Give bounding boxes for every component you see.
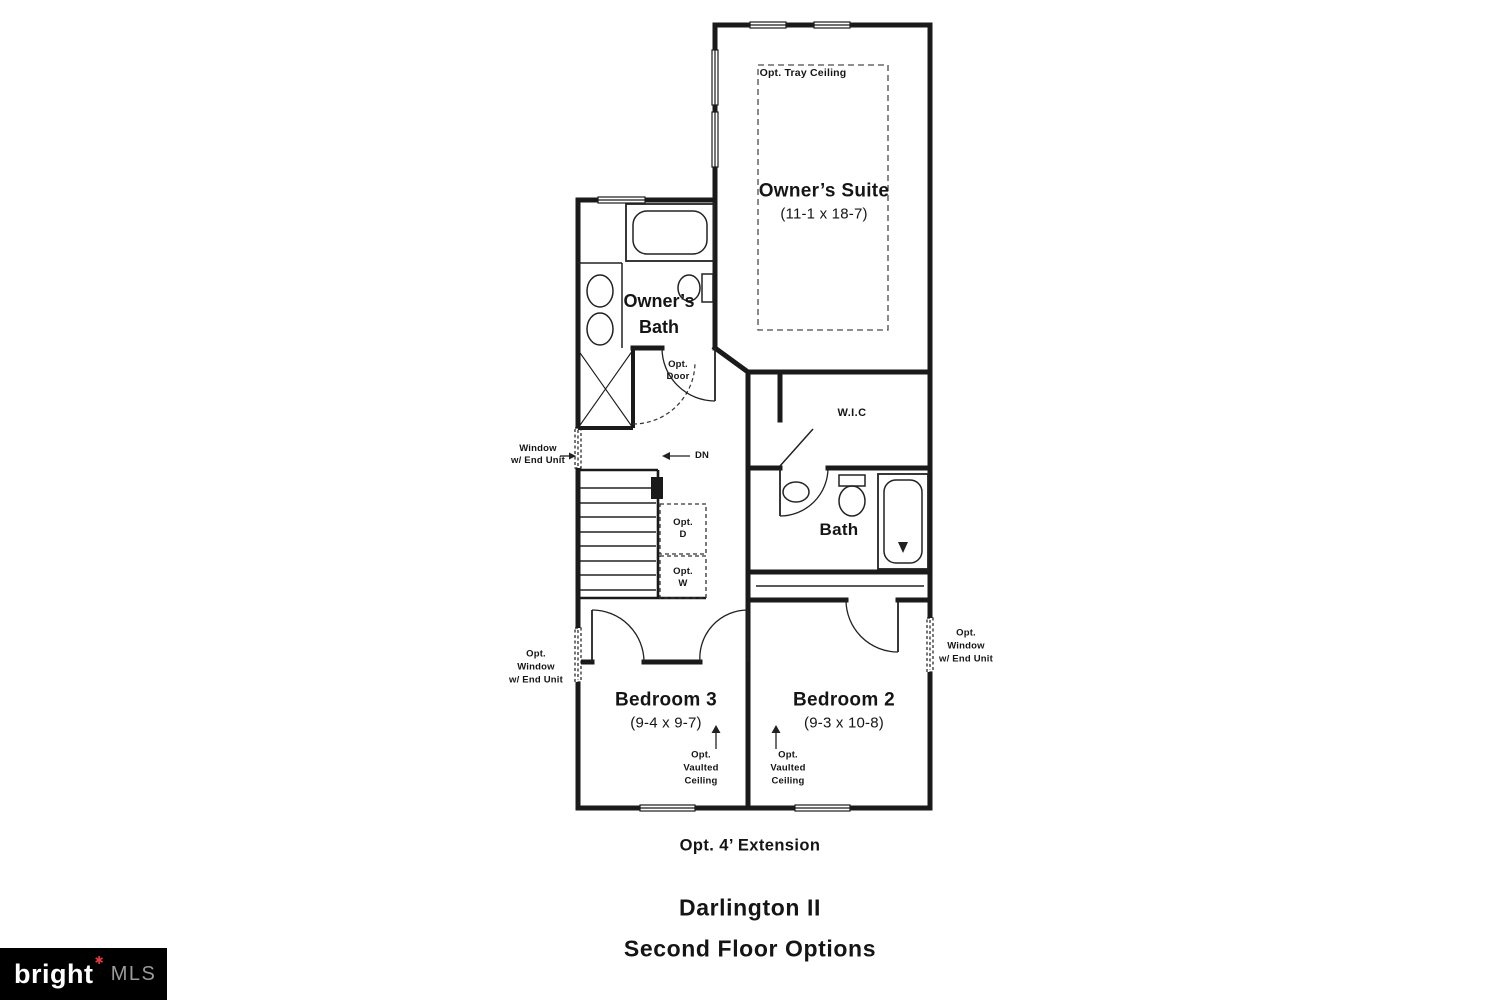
bath-sink	[782, 481, 810, 503]
plan-title-line1: Darlington II	[679, 894, 821, 921]
stair-post	[651, 477, 663, 499]
hall-bedroom-door	[699, 609, 749, 663]
opt-dryer-box	[659, 503, 707, 555]
logo-star-icon: ✱	[94, 955, 104, 967]
bath-tub	[877, 473, 929, 570]
opt-window-end-unit-right-label: Opt. Window w/ End Unit	[939, 627, 993, 665]
stairs-dn-label: DN	[694, 450, 710, 461]
owners-vanity	[578, 262, 623, 348]
extension-note: Opt. 4’ Extension	[679, 836, 821, 855]
brightmls-logo: bright ✱ MLS	[0, 948, 167, 1000]
interior-walls	[575, 197, 933, 811]
logo-suffix-text: MLS	[110, 963, 157, 985]
owners-tub	[625, 203, 715, 262]
owners-suite-label: Owner’s Suite	[758, 180, 890, 202]
window-label-arrow-icon	[560, 452, 576, 460]
windows	[597, 21, 851, 812]
bedroom2-door	[845, 599, 899, 653]
bath-toilet	[838, 474, 866, 517]
opt-window-end-unit-left-label: Opt. Window w/ End Unit	[509, 648, 563, 686]
vaulted-ceiling-b3-label: Opt. Vaulted Ceiling	[683, 749, 719, 787]
dn-arrow-icon	[662, 452, 690, 460]
bedroom3-door	[591, 609, 645, 663]
wic-label: W.I.C	[837, 407, 867, 419]
opt-door-arc	[632, 361, 696, 425]
tray-ceiling-label: Opt. Tray Ceiling	[759, 67, 847, 79]
opt-washer-box	[659, 555, 707, 599]
bedroom2-dims: (9-3 x 10-8)	[804, 714, 884, 732]
window-end-unit-label: Window w/ End Unit	[511, 443, 565, 466]
vaulted-ceiling-b2-label: Opt. Vaulted Ceiling	[770, 749, 806, 787]
vaulted-arrow-b3-icon	[711, 725, 721, 749]
stairs	[580, 487, 656, 591]
plan-title-line2: Second Floor Options	[623, 935, 877, 962]
owners-bath-label: Owner’s Bath	[623, 291, 695, 337]
wic-door	[779, 428, 814, 467]
shower	[577, 348, 635, 430]
suite-door	[661, 347, 716, 402]
bath-label: Bath	[819, 520, 859, 539]
logo-brand-text: bright	[14, 958, 94, 989]
opt-washer-label: Opt. W	[673, 566, 693, 589]
bedroom2-label: Bedroom 2	[793, 689, 895, 711]
owners-toilet	[677, 273, 714, 303]
bedroom3-dims: (9-4 x 9-7)	[630, 714, 702, 732]
owners-suite-dims: (11-1 x 18-7)	[780, 205, 868, 223]
opt-dryer-label: Opt. D	[673, 517, 693, 540]
bedroom3-label: Bedroom 3	[615, 689, 717, 711]
tray-ceiling-outline	[757, 64, 889, 331]
bath-door	[779, 467, 829, 517]
opt-door-label: Opt. Door	[666, 359, 690, 382]
vaulted-arrow-b2-icon	[771, 725, 781, 749]
